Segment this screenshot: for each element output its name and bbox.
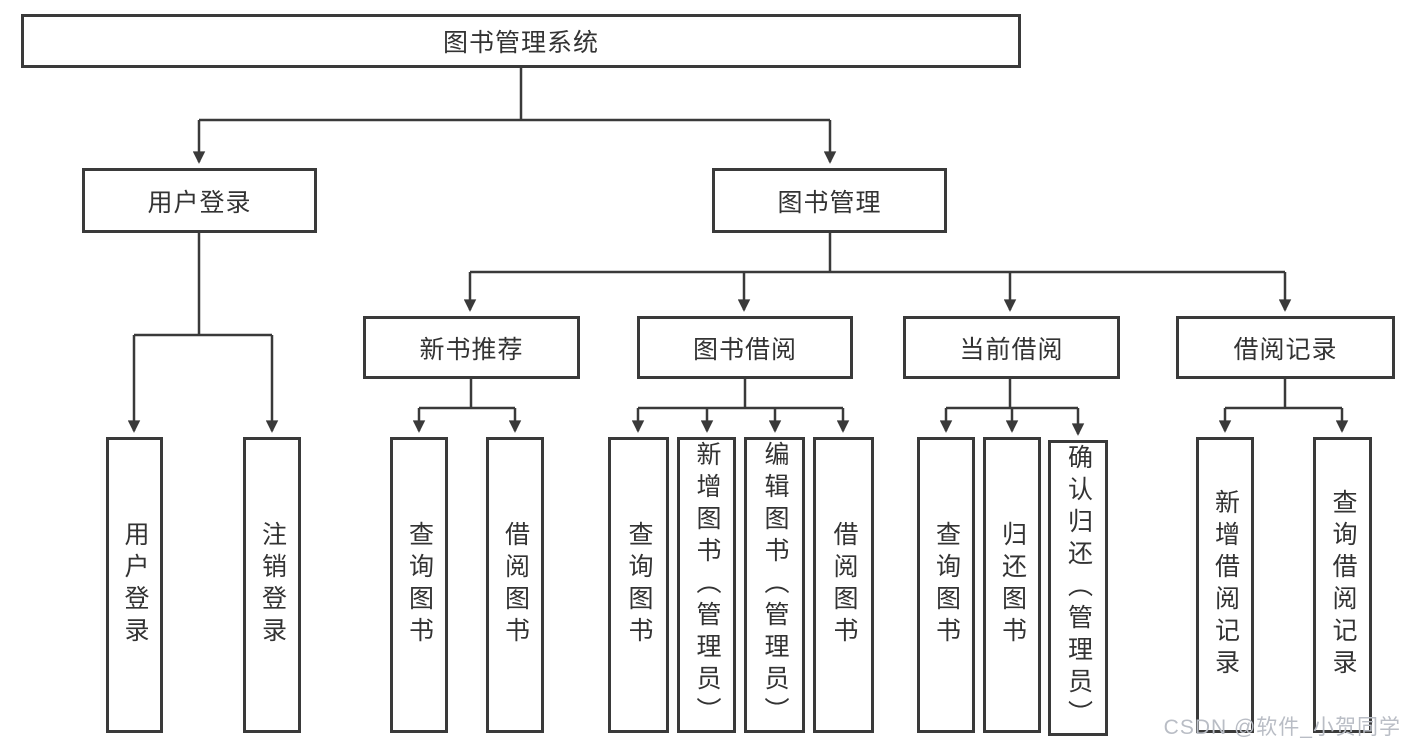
- connector-trunk-lines: [134, 68, 1342, 410]
- node-book-borrowing-label: 图书借阅: [692, 335, 797, 364]
- leaf-borrow-books-borrowing-label: 借阅图书: [830, 521, 858, 649]
- node-new-book-recommendation-label: 新书推荐: [419, 335, 524, 364]
- leaf-return-books: 归还图书: [983, 437, 1041, 733]
- leaf-confirm-return-admin: 确认归还（管理员）: [1048, 440, 1108, 736]
- node-book-borrowing: 图书借阅: [637, 316, 853, 379]
- leaf-add-book-admin: 新增图书（管理员）: [677, 437, 736, 733]
- connector-arrow-lines: [127, 120, 1349, 436]
- leaf-borrow-books-recommend: 借阅图书: [486, 437, 544, 733]
- node-root-label: 图书管理系统: [442, 29, 599, 57]
- leaf-query-books-current: 查询图书: [917, 437, 975, 733]
- leaf-borrow-books-recommend-label: 借阅图书: [501, 521, 530, 649]
- node-borrowing-records-label: 借阅记录: [1233, 335, 1338, 364]
- node-new-book-recommendation: 新书推荐: [363, 316, 580, 379]
- leaf-query-books-borrowing: 查询图书: [608, 437, 669, 733]
- node-book-management: 图书管理: [712, 168, 947, 233]
- leaf-edit-book-admin: 编辑图书（管理员）: [744, 437, 805, 733]
- leaf-add-borrow-record-label: 新增借阅记录: [1211, 489, 1240, 681]
- leaf-query-borrow-record-label: 查询借阅记录: [1329, 489, 1357, 681]
- leaf-add-borrow-record: 新增借阅记录: [1196, 437, 1254, 733]
- node-user-login: 用户登录: [82, 168, 317, 233]
- leaf-query-books-borrowing-label: 查询图书: [625, 521, 653, 649]
- leaf-user-login: 用户登录: [106, 437, 163, 733]
- leaf-query-borrow-record: 查询借阅记录: [1313, 437, 1372, 733]
- leaf-return-books-label: 归还图书: [998, 521, 1027, 649]
- node-user-login-label: 用户登录: [147, 188, 252, 217]
- node-current-borrowing: 当前借阅: [903, 316, 1120, 379]
- leaf-confirm-return-admin-label: 确认归还（管理员）: [1064, 444, 1093, 732]
- leaf-borrow-books-borrowing: 借阅图书: [813, 437, 874, 733]
- node-borrowing-records: 借阅记录: [1176, 316, 1395, 379]
- leaf-query-books-current-label: 查询图书: [932, 521, 961, 649]
- node-book-management-label: 图书管理: [777, 188, 882, 217]
- leaf-query-books-recommend: 查询图书: [390, 437, 448, 733]
- leaf-edit-book-admin-label: 编辑图书（管理员）: [761, 441, 789, 729]
- leaf-add-book-admin-label: 新增图书（管理员）: [693, 441, 721, 729]
- leaf-logout: 注销登录: [243, 437, 301, 733]
- leaf-user-login-label: 用户登录: [121, 521, 149, 649]
- node-current-borrowing-label: 当前借阅: [959, 335, 1064, 364]
- leaf-query-books-recommend-label: 查询图书: [405, 521, 434, 649]
- leaf-logout-label: 注销登录: [258, 521, 287, 649]
- node-root: 图书管理系统: [21, 14, 1021, 68]
- watermark: CSDN @软件_小贺同学: [1163, 716, 1401, 739]
